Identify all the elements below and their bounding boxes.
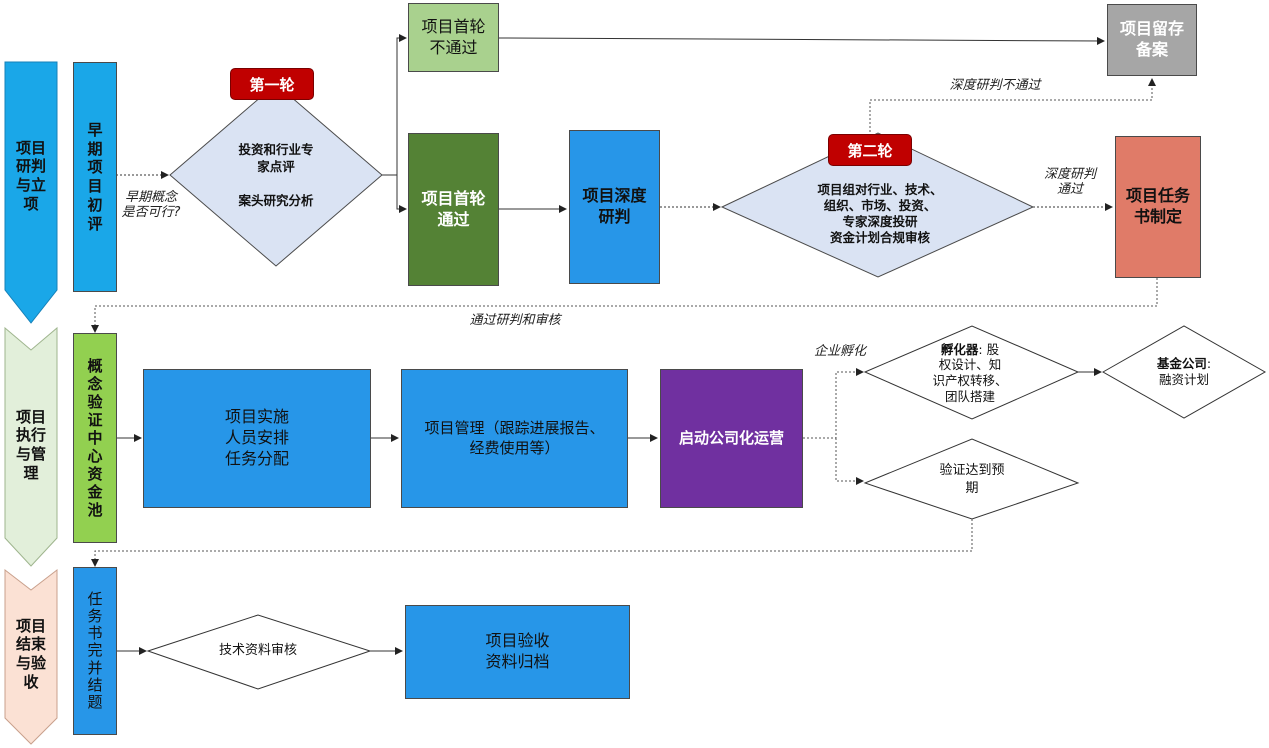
round2-badge: 第二轮 (828, 134, 912, 166)
early-review-column: 早 期 项 目 初 评 (73, 62, 117, 292)
round2-diamond-text: 项目组对行业、技术、 组织、市场、投资、 专家深度投研 资金计划合规审核 (817, 181, 943, 246)
incubator-diamond-text: 孵化器: 股 权设计、知 识产权转移、 团队搭建 (912, 338, 1028, 408)
stage-label-closing: 项目 结束 与验 收 (15, 616, 46, 691)
verify-diamond-shape (863, 438, 1080, 520)
verify-diamond-text: 验证达到预 期 (939, 463, 1005, 496)
project-management-box: 项目管理（跟踪进展报告、 经费使用等） (401, 369, 628, 508)
deep-review-fail-label: 深度研判不通过 (949, 78, 1041, 93)
stage-arrow-closing (4, 568, 58, 745)
fund-diamond-text: 基金公司: 融资计划 (1130, 350, 1238, 394)
round1-badge: 第一轮 (230, 68, 314, 100)
fund-diamond-shape (1101, 325, 1267, 419)
company-operation-box: 启动公司化运营 (660, 369, 803, 508)
task-completion-column: 任 务 书 完 并 结 题 (73, 567, 117, 735)
round1-diamond-text: 投资和行业专 家点评 案头研究分析 (238, 142, 314, 208)
early-feasibility-label: 早期概念 是否可行? (121, 190, 181, 220)
stage-label-research: 项目 研判 与立 项 (15, 138, 46, 213)
fund-title: 基金公司 (1156, 355, 1207, 371)
implementation-box: 项目实施 人员安排 任务分配 (143, 369, 371, 508)
incubation-label: 企业孵化 (813, 344, 866, 359)
acceptance-box: 项目验收 资料归档 (405, 605, 630, 699)
first-round-pass-box: 项目首轮 通过 (408, 133, 499, 286)
deep-review-pass-label: 深度研判 通过 (1043, 167, 1096, 197)
archive-box: 项目留存 备案 (1107, 4, 1197, 76)
tech-review-diamond-text: 技术资料审核 (218, 643, 297, 659)
incubator-title: 孵化器 (940, 341, 979, 357)
review-pass-label: 通过研判和审核 (469, 313, 561, 328)
fund-detail: : 融资计划 (1158, 355, 1212, 387)
stage-label-execution: 项目 执行 与管 理 (15, 407, 46, 482)
incubator-detail: : 股 权设计、知 识产权转移、 团队搭建 (932, 341, 1008, 404)
deep-review-box: 项目深度 研判 (569, 130, 660, 284)
task-book-box: 项目任务 书制定 (1115, 136, 1201, 278)
stage-arrow-research (4, 61, 58, 324)
stage-arrow-execution (4, 326, 58, 567)
first-round-fail-box: 项目首轮 不通过 (408, 3, 499, 72)
concept-fund-column: 概 念 验 证 中 心 资 金 池 (73, 333, 117, 543)
